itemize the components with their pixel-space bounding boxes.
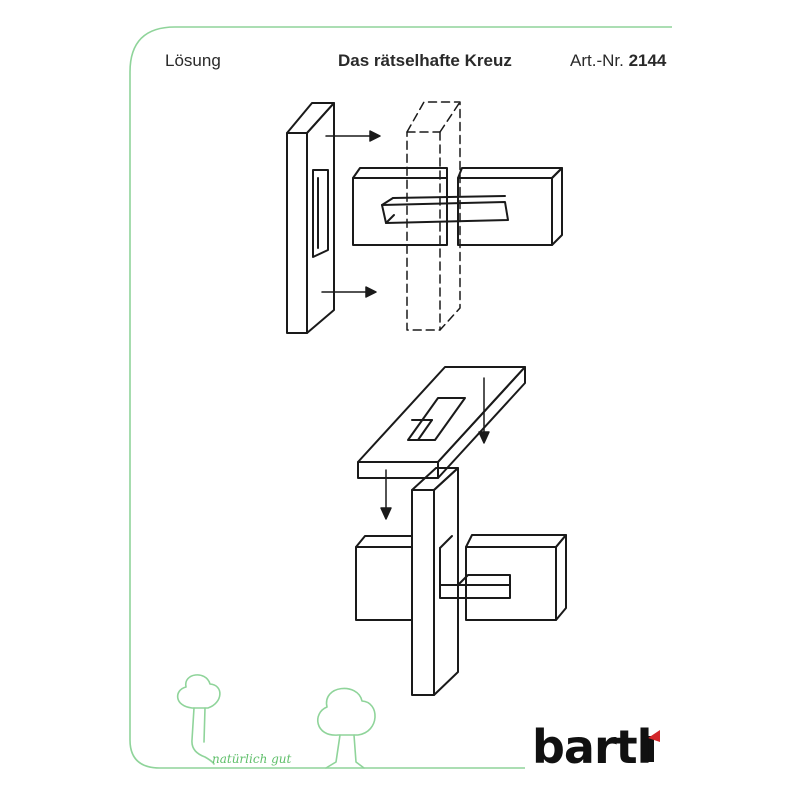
woodpecker-icon xyxy=(648,730,660,762)
horizontal-bar xyxy=(352,167,563,246)
tree-icon xyxy=(317,687,376,769)
top-assembly xyxy=(286,101,563,334)
upright-plate xyxy=(411,467,459,696)
arrow-icon xyxy=(325,130,381,142)
arrow-icon xyxy=(321,286,377,298)
article-number: Art.-Nr. 2144 xyxy=(570,50,666,72)
dashed-plate xyxy=(406,101,461,331)
article-prefix: Art.-Nr. xyxy=(570,51,629,70)
arrow-icon xyxy=(478,377,490,444)
bottom-assembly xyxy=(355,366,567,696)
tagline: natürlich gut xyxy=(212,752,292,766)
lower-bar xyxy=(355,534,567,621)
left-plate xyxy=(286,102,335,334)
top-plate xyxy=(357,366,526,479)
page-title: Das rätselhafte Kreuz xyxy=(338,51,512,70)
tree-icon xyxy=(176,674,221,765)
solution-label: Lösung xyxy=(165,51,221,70)
arrow-icon xyxy=(380,469,392,520)
article-number-value: 2144 xyxy=(628,51,667,70)
brand-logo: bartl xyxy=(532,720,652,774)
